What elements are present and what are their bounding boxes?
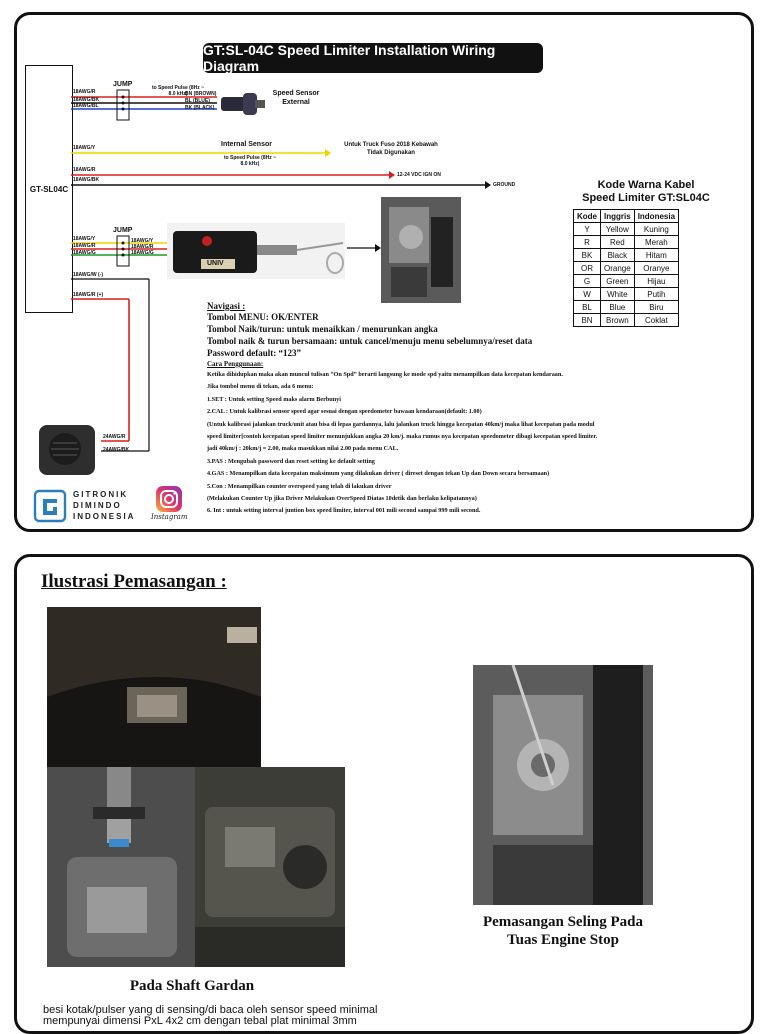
table-header-row: Kode Inggris Indonesia (573, 209, 680, 223)
buzzer-wire-red-label: 18AWG/R (+) (73, 292, 104, 298)
usage-line: 4.GAS : Menampilkan data kecepatan maksi… (207, 470, 550, 478)
engine-stop-photo (473, 665, 653, 905)
power-wire-red-label: 18AWG/R (73, 167, 96, 173)
gearbox-photo (195, 767, 345, 967)
buzzer-wire-white-label: 18AWG/W (-) (73, 272, 103, 278)
buzzer-wire-bk-label: 24AWG/BK (103, 447, 130, 453)
wire-label-black: 18AWG/BK (73, 97, 100, 103)
jump-wire-red-label: 18AWG/R (73, 243, 96, 249)
jump-wire-green-label: 18AWG/G (73, 250, 96, 256)
nav-line: Tombol MENU: OK/ENTER (207, 312, 319, 322)
ign-on-label: 12-24 VDC IGN ON (397, 172, 441, 178)
usage-line: 3.PAS : Mengubah password dan reset sett… (207, 457, 375, 465)
wiring-lines (71, 89, 491, 452)
speed-limiter-unit: GT-SL04C (25, 65, 73, 313)
pulser-description: besi kotak/pulser yang di sensing/di bac… (43, 1004, 378, 1027)
usage-line: 6. Int : untuk setting interval juntion … (207, 507, 481, 515)
usage-line: 1.SET : Untuk setting Speed maks alarm B… (207, 395, 341, 403)
instagram-icon[interactable] (155, 485, 183, 513)
jump-wire-green-right: 18AWG/G (131, 250, 154, 256)
color-code-title: Kode Warna Kabel Speed Limiter GT:SL04C (582, 179, 710, 204)
internal-wire-label: 18AWG/Y (73, 145, 96, 151)
illustration-panel: Ilustrasi Pemasangan : (14, 554, 754, 1034)
usage-heading: Cara Penggunaan: (207, 360, 264, 368)
actuator-brand: UNIV (207, 260, 224, 267)
wire-label-blue: 18AWG/BL (73, 103, 99, 109)
usage-line: (Untuk kalibrasi jalankan truck/unit ata… (207, 420, 595, 428)
power-wire-black-label: 18AWG/BK (73, 177, 100, 183)
sensor-wire-blue: BL (BLUE) (185, 98, 210, 104)
actuator-photo: UNIV (167, 223, 345, 279)
sensor-wire-brown: BN (BROWN) (185, 91, 217, 97)
shaft-photo-bottom (47, 767, 195, 967)
jump-wire-red-right: 18AWG/R (131, 244, 154, 250)
instagram-label[interactable]: Instagram (151, 513, 188, 521)
usage-line: Ketika dihidupkan maka akan muncul tulis… (207, 371, 563, 378)
illustration-title: Ilustrasi Pemasangan : (41, 571, 227, 592)
nav-line: Tombol naik & turun bersamaan: untuk can… (207, 336, 533, 346)
nav-line: Tombol Naik/turun: untuk menaikkan / men… (207, 324, 438, 334)
buzzer-image (37, 419, 101, 479)
buzzer-wire-r-label: 24AWG/R (103, 434, 126, 440)
jump-wire-yellow-label: 18AWG/Y (73, 236, 96, 242)
unit-label: GT-SL04C (29, 184, 69, 194)
shaft-photo-top (47, 607, 261, 767)
jump-label-bottom: JUMP (113, 227, 133, 234)
speed-sensor-label: Speed Sensor External (272, 90, 320, 106)
caption-engine-stop: Pemasangan Seling Pada Tuas Engine Stop (482, 914, 644, 948)
jump-wire-yellow-right: 18AWG/Y (131, 238, 154, 244)
navigation-heading: Navigasi : (207, 301, 246, 311)
usage-line: 5.Con : Menampilkan counter overspeed ya… (207, 482, 392, 490)
wire-label-red: 18AWG/R (73, 89, 96, 95)
usage-line: speed limiter[contoh kecepatan speed lim… (207, 433, 598, 441)
nav-line: Password default: “123” (207, 348, 301, 358)
jump-label-top: JUMP (113, 81, 133, 88)
navigation-instructions: Navigasi : Tombol MENU: OK/ENTER Tombol … (207, 301, 747, 518)
speed-pulse-note: to Speed Pulse (8Hz ~ 8.0 kHz) (151, 85, 205, 97)
sensor-wire-black: BK (BLACK) (185, 105, 215, 111)
speed-sensor-image (221, 93, 265, 115)
usage-line: 2.CAL : Untuk kalibrasi sensor speed aga… (207, 408, 482, 416)
internal-sensor-label: Internal Sensor (221, 141, 272, 148)
engine-stop-photo-small (381, 197, 461, 303)
gitronik-logo-icon (33, 489, 67, 523)
usage-line: jadi 40km/j : 20km/j = 2.00, maka masukk… (207, 445, 399, 453)
caption-shaft-gardan: Pada Shaft Gardan (129, 978, 255, 994)
wiring-diagram-panel: GT:SL-04C Speed Limiter Installation Wir… (14, 12, 754, 532)
usage-line: (Melakukan Counter Up jika Driver Melaku… (207, 495, 477, 503)
usage-line: Jika tombol menu di tekan, ada 6 menu: (207, 383, 314, 391)
ground-label: GROUND (493, 182, 516, 188)
diagram-title: GT:SL-04C Speed Limiter Installation Wir… (203, 42, 543, 74)
internal-pulse-note: to Speed Pulse (8Hz ~ 8.0 kHz) (223, 155, 277, 167)
fuso-note: Untuk Truck Fuso 2018 Kebawah Tidak Digu… (344, 142, 438, 156)
brand-name: GITRONIK DIMINDO INDONESIA (73, 490, 136, 521)
